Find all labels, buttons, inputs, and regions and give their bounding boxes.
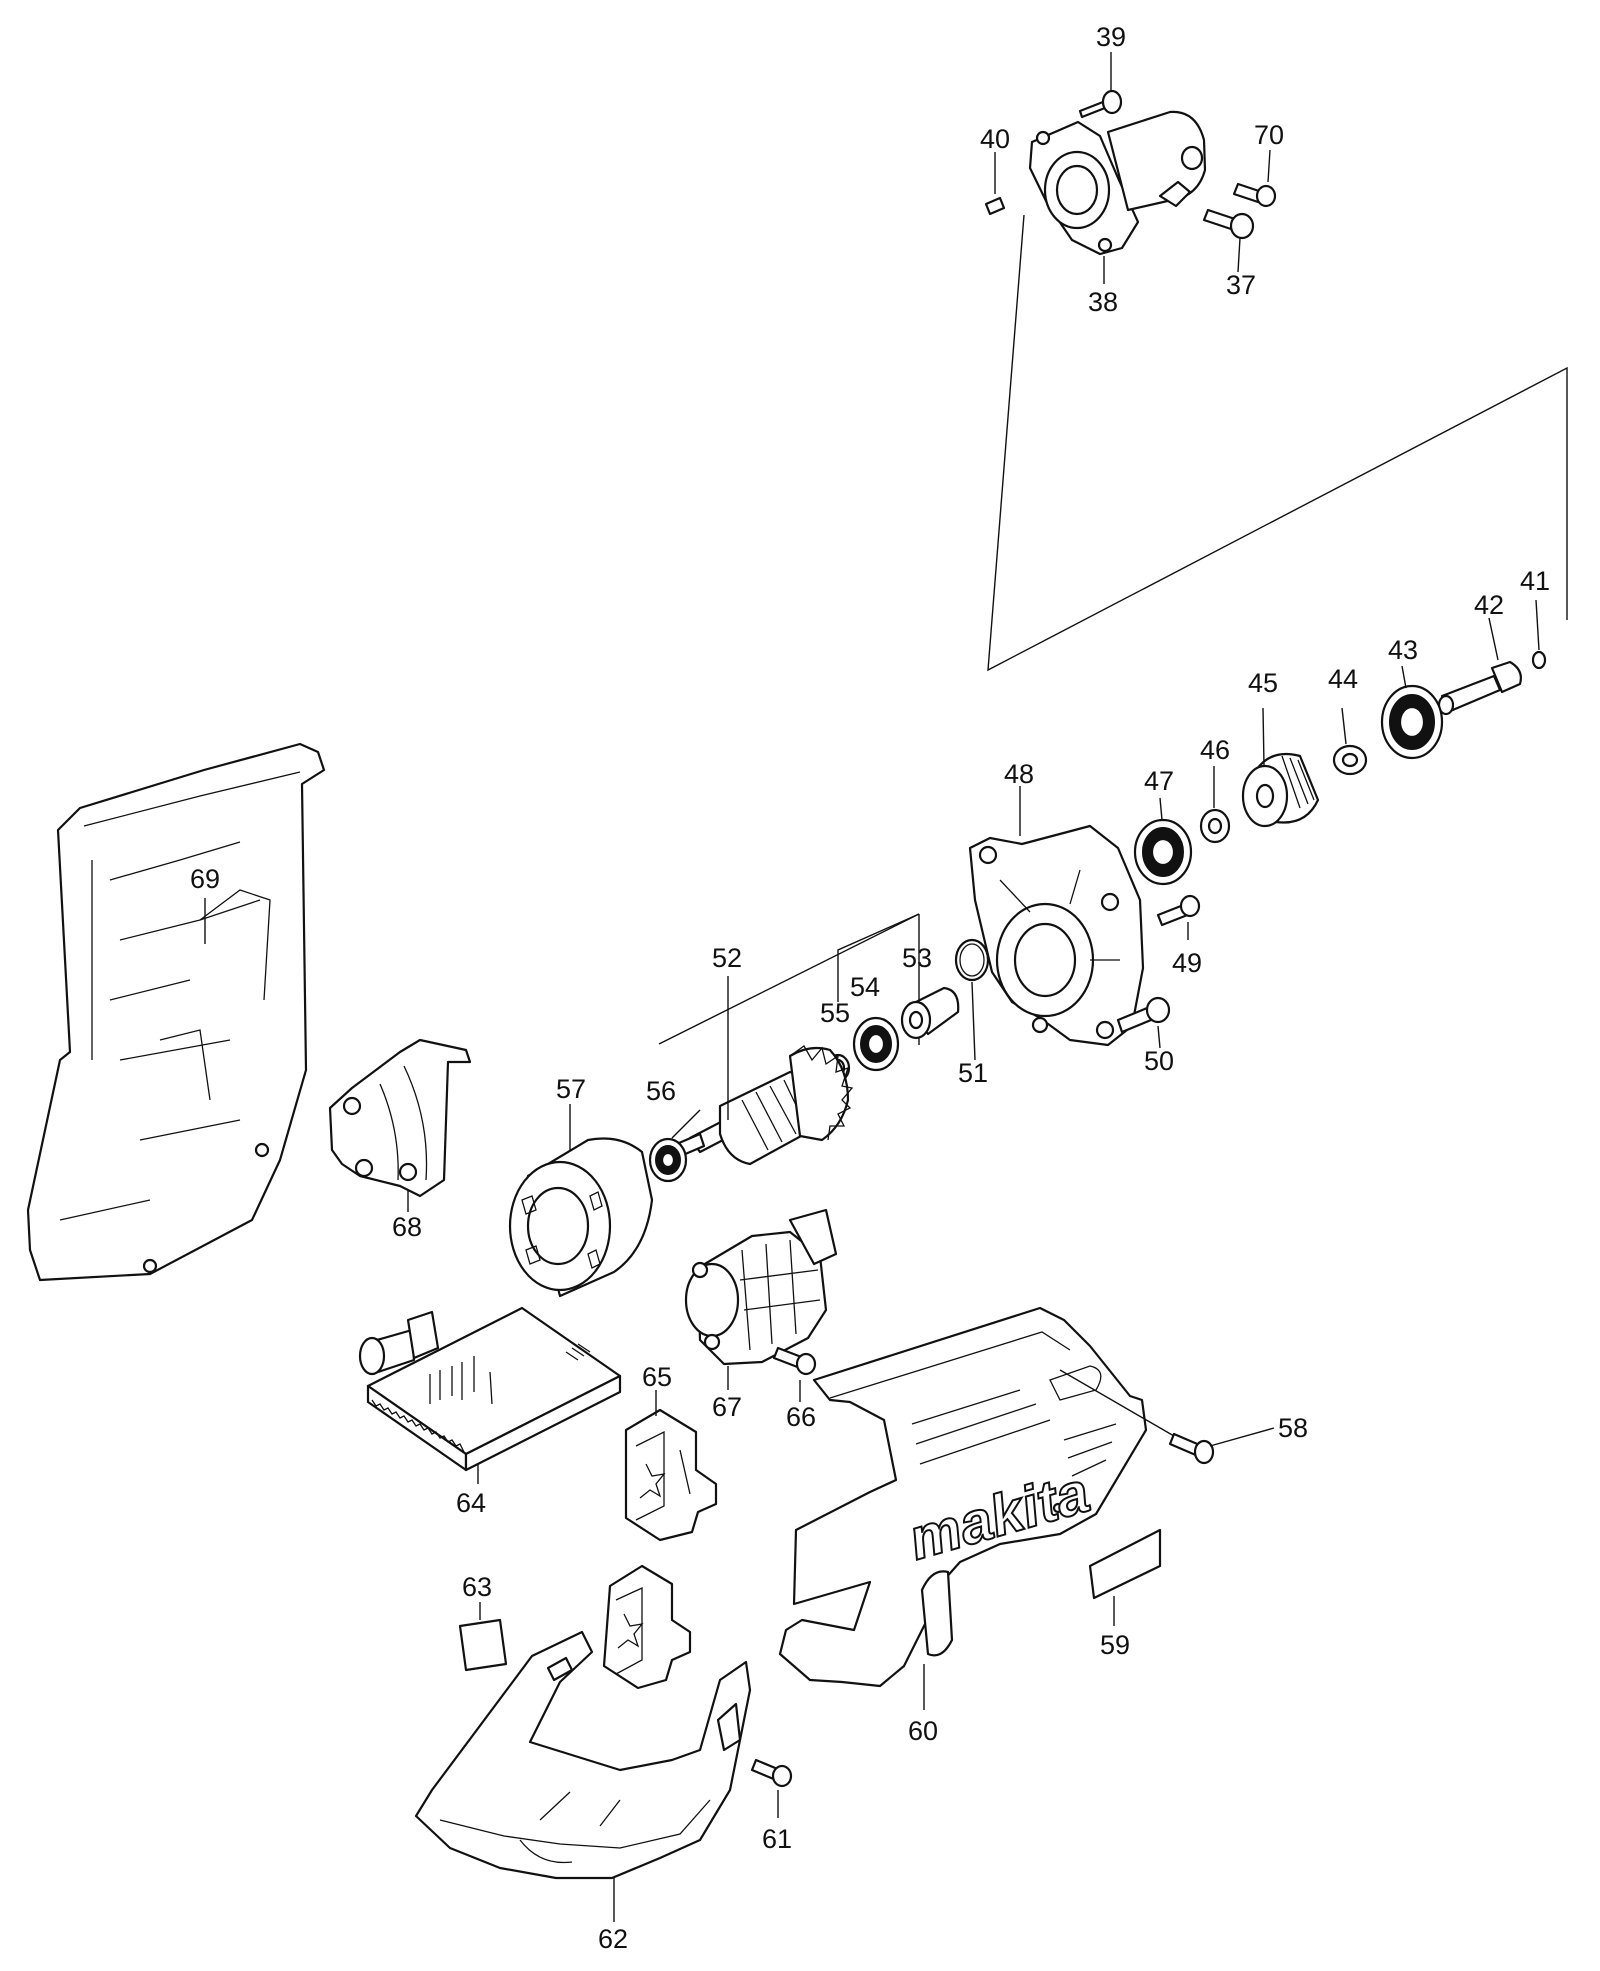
part-61-screw: [750, 1758, 793, 1788]
label-67: 67: [712, 1392, 742, 1422]
part-42-spindle: [1437, 660, 1522, 716]
part-58-screw: [1059, 1369, 1275, 1465]
part-38-gear-housing: [1028, 110, 1207, 256]
part-49-screw: [1156, 894, 1201, 927]
label-43: 43: [1388, 635, 1418, 665]
part-39-screw: [1078, 89, 1123, 119]
part-56-ball-bearing: [648, 1137, 688, 1183]
part-43-ball-bearing: [1380, 684, 1444, 760]
part-50-screw: [1116, 996, 1171, 1034]
label-41: 41: [1520, 566, 1550, 596]
part-46-washer: [1199, 808, 1231, 844]
label-65: 65: [642, 1362, 672, 1392]
part-66-screw: [772, 1346, 817, 1376]
label-55: 55: [820, 998, 850, 1028]
label-61: 61: [762, 1824, 792, 1854]
part-45-helical-gear: [1241, 752, 1320, 828]
part-44-washer: [1332, 744, 1368, 776]
part-40-pin: [984, 196, 1006, 216]
label-50: 50: [1144, 1046, 1174, 1076]
label-66: 66: [786, 1402, 816, 1432]
label-56: 56: [646, 1076, 676, 1106]
label-leader-lines: [204, 52, 1540, 1922]
label-48: 48: [1004, 759, 1034, 789]
part-37-screw: [1202, 208, 1255, 240]
part-68-baffle-plate: [328, 1038, 472, 1198]
part-67-rotor-assembly: [684, 1208, 838, 1366]
label-64: 64: [456, 1488, 486, 1518]
part-41-o-ring: [1531, 650, 1547, 670]
label-46: 46: [1200, 735, 1230, 765]
label-37: 37: [1226, 270, 1256, 300]
label-54: 54: [850, 972, 880, 1002]
assembly-leader-lines: [658, 214, 1568, 1045]
label-40: 40: [980, 124, 1010, 154]
label-44: 44: [1328, 664, 1358, 694]
part-62-base: [414, 1630, 752, 1880]
label-49: 49: [1172, 948, 1202, 978]
label-60: 60: [908, 1716, 938, 1746]
switch-assembled-on-base: [602, 1564, 692, 1690]
part-63-label: [458, 1618, 508, 1672]
label-53: 53: [902, 943, 932, 973]
label-58: 58: [1278, 1413, 1308, 1443]
label-45: 45: [1248, 668, 1278, 698]
label-38: 38: [1088, 287, 1118, 317]
part-47-ball-bearing: [1133, 818, 1193, 886]
part-57-stator: [508, 1137, 654, 1298]
label-47: 47: [1144, 766, 1174, 796]
part-70-screw: [1232, 182, 1277, 208]
label-62: 62: [598, 1924, 628, 1954]
part-53-bevel-pinion: [900, 986, 960, 1040]
label-42: 42: [1474, 590, 1504, 620]
label-59: 59: [1100, 1630, 1130, 1660]
part-54-ball-bearing: [852, 1016, 900, 1072]
part-59-label: [1088, 1528, 1162, 1600]
part-number-labels: 39 40 70 37 38 41 42 43 44 45 46 47 48 4…: [190, 22, 1550, 1954]
part-51-o-ring: [954, 938, 990, 982]
label-51: 51: [958, 1058, 988, 1088]
part-65-switch: [624, 1408, 718, 1542]
part-60-motor-housing-right: makita: [778, 1306, 1148, 1688]
label-39: 39: [1096, 22, 1126, 52]
part-52-armature: [670, 1045, 854, 1166]
label-70: 70: [1254, 120, 1284, 150]
label-63: 63: [462, 1572, 492, 1602]
label-57: 57: [556, 1074, 586, 1104]
part-69-motor-housing-left: [26, 742, 326, 1282]
part-48-bearing-box: [968, 824, 1145, 1047]
part-64-controller: [358, 1306, 622, 1472]
label-52: 52: [712, 943, 742, 973]
label-69: 69: [190, 864, 220, 894]
label-68: 68: [392, 1212, 422, 1242]
